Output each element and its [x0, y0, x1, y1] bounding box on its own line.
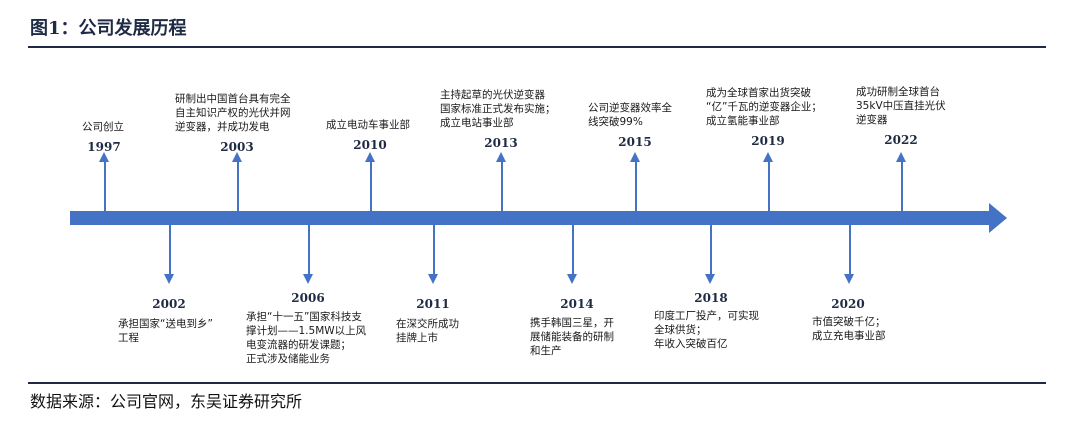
year-1997: 1997 — [87, 140, 121, 154]
year-2010: 2010 — [353, 138, 387, 152]
year-2006: 2006 — [291, 291, 325, 305]
connector-1997 — [104, 160, 106, 211]
event-desc-1997: 公司创立 — [82, 121, 124, 133]
year-2018: 2018 — [694, 291, 728, 305]
connector-2003 — [237, 160, 239, 211]
connector-2018 — [710, 225, 712, 275]
event-desc-2014: 携手韩国三星，开 展储能装备的研制 和生产 — [530, 317, 614, 357]
connector-2019 — [768, 160, 770, 211]
timeline-arrowhead — [989, 203, 1007, 233]
top-rule — [28, 46, 1046, 48]
arrow-up-icon — [896, 152, 906, 162]
connector-2011 — [433, 225, 435, 275]
year-2003: 2003 — [220, 140, 254, 154]
event-desc-2015: 公司逆变器效率全 线突破99% — [588, 102, 672, 128]
arrow-down-icon — [567, 274, 577, 284]
figure-title: 图1：公司发展历程 — [30, 18, 187, 39]
year-2011: 2011 — [416, 297, 450, 311]
year-2015: 2015 — [618, 135, 652, 149]
arrow-up-icon — [496, 152, 506, 162]
event-desc-2010: 成立电动车事业部 — [326, 119, 410, 131]
event-desc-2013: 主持起草的光伏逆变器 国家标准正式发布实施； 成立电站事业部 — [440, 89, 556, 129]
year-2013: 2013 — [484, 136, 518, 150]
year-2020: 2020 — [831, 297, 865, 311]
arrow-down-icon — [303, 274, 313, 284]
arrow-up-icon — [232, 152, 242, 162]
event-desc-2020: 市值突破千亿； 成立充电事业部 — [812, 316, 886, 342]
event-desc-2011: 在深交所成功 挂牌上市 — [396, 318, 459, 344]
connector-2022 — [901, 160, 903, 211]
arrow-down-icon — [844, 274, 854, 284]
arrow-up-icon — [365, 152, 375, 162]
arrow-down-icon — [428, 274, 438, 284]
connector-2014 — [572, 225, 574, 275]
connector-2015 — [635, 160, 637, 211]
event-desc-2006: 承担“十一五”国家科技支 撑计划——1.5MW以上风 电变流器的研发课题； 正式… — [246, 311, 367, 365]
connector-2002 — [169, 225, 171, 275]
timeline-axis — [70, 211, 989, 225]
year-2022: 2022 — [884, 133, 918, 147]
year-2014: 2014 — [560, 297, 594, 311]
year-2002: 2002 — [152, 297, 186, 311]
event-desc-2018: 印度工厂投产，可实现 全球供货； 年收入突破百亿 — [654, 310, 759, 350]
arrow-down-icon — [164, 274, 174, 284]
arrow-up-icon — [763, 152, 773, 162]
event-desc-2003: 研制出中国首台具有完全 自主知识产权的光伏并网 逆变器，并成功发电 — [175, 93, 291, 133]
arrow-up-icon — [630, 152, 640, 162]
event-desc-2019: 成为全球首家出货突破 “亿”千瓦的逆变器企业； 成立氢能事业部 — [706, 87, 822, 127]
connector-2013 — [501, 160, 503, 211]
event-desc-2022: 成功研制全球首台 35kV中压直挂光伏 逆变器 — [856, 86, 946, 126]
event-desc-2002: 承担国家“送电到乡” 工程 — [118, 318, 213, 344]
arrow-up-icon — [99, 152, 109, 162]
bottom-rule — [28, 382, 1046, 384]
connector-2010 — [370, 160, 372, 211]
arrow-down-icon — [705, 274, 715, 284]
connector-2006 — [308, 225, 310, 275]
connector-2020 — [849, 225, 851, 275]
year-2019: 2019 — [751, 134, 785, 148]
source-note: 数据来源：公司官网，东吴证券研究所 — [30, 392, 303, 411]
